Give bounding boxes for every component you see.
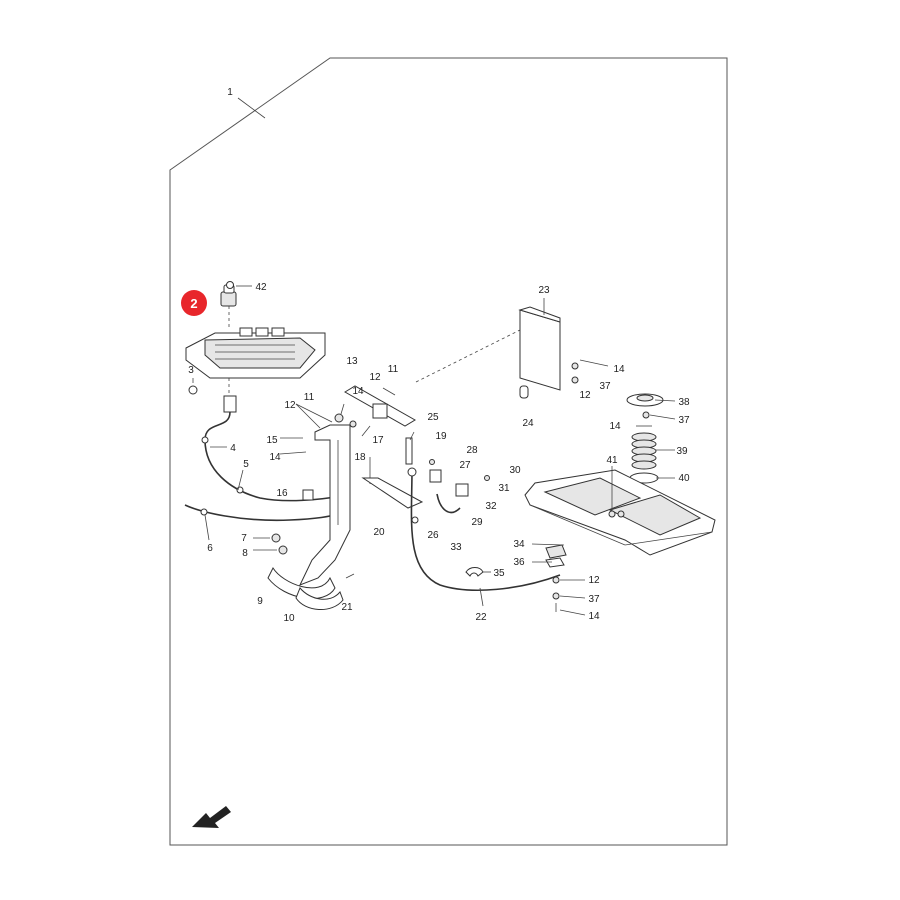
- callout-21: 21: [341, 602, 353, 613]
- callout-14a: 14: [352, 386, 364, 397]
- callout-11a: 11: [304, 392, 315, 403]
- callout-41: 41: [606, 455, 618, 466]
- callout-37b: 37: [678, 415, 690, 426]
- callout-12d: 12: [588, 575, 600, 586]
- callout-5: 5: [243, 459, 249, 470]
- callout-40: 40: [678, 473, 690, 484]
- callout-4: 4: [230, 443, 236, 454]
- callout-38: 38: [678, 397, 690, 408]
- callout-34: 34: [513, 539, 525, 550]
- callout-10: 10: [283, 613, 295, 624]
- callout-37a: 37: [599, 381, 611, 392]
- callout-32: 32: [485, 501, 497, 512]
- callout-31: 31: [498, 483, 510, 494]
- callout-14b: 14: [269, 452, 281, 463]
- callout-15: 15: [266, 435, 278, 446]
- callout-26: 26: [427, 530, 439, 541]
- callout-6: 6: [207, 543, 213, 554]
- highlight-badge[interactable]: 2: [181, 290, 207, 316]
- callout-12a: 12: [284, 400, 296, 411]
- callout-22: 22: [475, 612, 487, 623]
- callout-1: 1: [227, 87, 233, 98]
- callout-19: 19: [435, 431, 447, 442]
- seat-cable: [410, 469, 561, 591]
- callout-30: 30: [509, 465, 521, 476]
- callout-37c: 37: [588, 594, 600, 605]
- seat-switch[interactable]: [220, 284, 237, 330]
- callout-8: 8: [242, 548, 248, 559]
- highlight-label: 2: [190, 296, 197, 311]
- callout-28: 28: [466, 445, 478, 456]
- callout-12c: 12: [579, 390, 591, 401]
- callout-18: 18: [354, 452, 366, 463]
- callout-24: 24: [522, 418, 534, 429]
- callout-16: 16: [276, 488, 288, 499]
- seat-mount-bracket: [267, 424, 351, 610]
- direction-arrow-icon: [192, 806, 231, 828]
- callout-labels: 1 42 3 4 5 6 7 8 9 10 11 11 12 12 12 12 …: [188, 87, 690, 624]
- back-panel: [518, 306, 561, 399]
- callout-33: 33: [450, 542, 462, 553]
- seat-harness: [184, 378, 346, 522]
- callout-17: 17: [372, 435, 384, 446]
- callout-12b: 12: [369, 372, 381, 383]
- callout-14d: 14: [609, 421, 621, 432]
- callout-25: 25: [427, 412, 439, 423]
- callout-39: 39: [676, 446, 688, 457]
- callout-9: 9: [257, 596, 263, 607]
- diagram-frame: [169, 57, 728, 846]
- callout-36: 36: [513, 557, 525, 568]
- callout-29: 29: [471, 517, 483, 528]
- callout-13: 13: [346, 356, 358, 367]
- callout-20: 20: [373, 527, 385, 538]
- callout-3: 3: [188, 365, 194, 376]
- small-hardware: [465, 544, 567, 612]
- callout-11b: 11: [388, 364, 399, 375]
- callout-14c: 14: [613, 364, 625, 375]
- suspension-plate: [344, 385, 424, 509]
- seat-cushion: [185, 327, 326, 379]
- callout-42: 42: [255, 282, 267, 293]
- callout-35: 35: [493, 568, 505, 579]
- damper-spring: [626, 393, 664, 484]
- callout-14e: 14: [588, 611, 600, 622]
- callout-27: 27: [459, 460, 471, 471]
- callout-23: 23: [538, 285, 550, 296]
- callout-7: 7: [241, 533, 247, 544]
